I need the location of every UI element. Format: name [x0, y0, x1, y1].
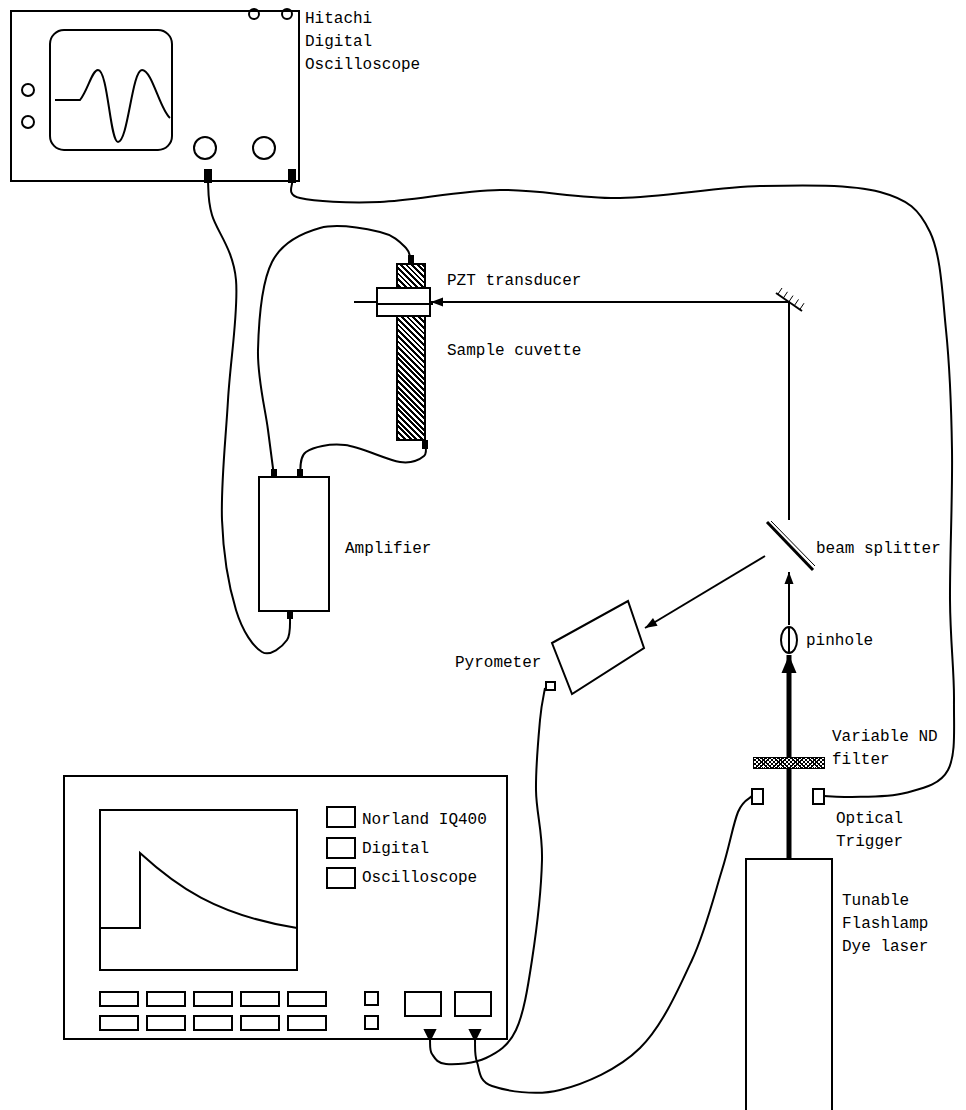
photodiode: [813, 789, 824, 804]
oscilloscope-housing: Norland IQ400 Digital Oscilloscope: [63, 775, 508, 1040]
pyrometer-outline: [552, 601, 644, 694]
panel-button: [147, 1016, 185, 1030]
input-jack: [194, 137, 216, 159]
scope-screen: [100, 810, 297, 970]
panel-button: [327, 868, 355, 888]
panel-button: [365, 1016, 378, 1029]
laser-beam: [789, 769, 790, 858]
part-label: Tunable Flashlamp Dye laser: [842, 890, 942, 960]
hatch-stroke: [789, 296, 793, 302]
laser-beam-exit: [354, 301, 376, 303]
signal-cable: [300, 441, 426, 476]
hatch-stroke: [784, 292, 788, 298]
beam-in-cuvette: [378, 303, 433, 305]
panel-button: [365, 992, 378, 1005]
laser-beam: [431, 298, 789, 521]
arrowhead: [431, 298, 443, 307]
screen-waveform: [55, 70, 170, 142]
laser-beam: [431, 302, 789, 520]
pinhole-ring: [781, 627, 797, 653]
panel-button: [241, 1016, 279, 1030]
signal-cable: [258, 226, 411, 476]
amplifier-box: Amplifier: [258, 476, 330, 612]
norland-front-panel: [100, 807, 491, 1040]
pinhole-aperture: pinhole: [779, 625, 799, 655]
button-rows: [100, 992, 326, 1030]
signal-cable: [300, 441, 426, 476]
part-label: Norland IQ400 Digital Oscilloscope: [362, 806, 500, 892]
decay-trace: [100, 853, 297, 928]
part-label: Variable ND filter: [832, 726, 944, 772]
splitter-edge: [771, 521, 815, 566]
hatch-stroke: [795, 299, 799, 305]
panel-button: [241, 992, 279, 1006]
signal-cable: [258, 226, 411, 476]
splitter-plate: [767, 522, 813, 570]
panel-button: [455, 992, 491, 1016]
beam-splitter-plate: beam splitter: [765, 520, 815, 572]
node-shape: [765, 520, 815, 572]
part-label: beam splitter: [816, 538, 956, 561]
node-shape: [378, 289, 429, 315]
trigger-cable: [291, 182, 954, 797]
node-shape: [545, 598, 645, 698]
nd-filter: Variable ND filter: [753, 757, 825, 769]
trigger-cable: [475, 796, 752, 1093]
part-label: Optical Trigger: [836, 808, 926, 854]
arrowhead: [645, 618, 658, 628]
node-shape: [779, 625, 799, 655]
dye-laser-housing: Tunable Flashlamp Dye laser: [745, 858, 833, 1110]
hitachi-front-panel: [22, 9, 295, 182]
part-label: Pyrometer: [455, 652, 551, 675]
panel-button: [194, 1016, 232, 1030]
pyrometer-body: Pyrometer: [545, 598, 645, 698]
photodiode: [752, 789, 763, 804]
hatch-stroke: [800, 303, 804, 309]
scope-screen: [50, 30, 172, 150]
knob: [22, 84, 34, 96]
laser-beam: [787, 769, 792, 858]
oscilloscope-housing: Hitachi Digital Oscilloscope: [10, 10, 300, 182]
laser-beam: [782, 655, 797, 757]
laser-beam: [785, 572, 794, 625]
node-shape: [752, 789, 824, 804]
part-label: PZT transducer: [447, 270, 617, 293]
panel-button: [327, 838, 355, 858]
trigger-cable: [475, 796, 752, 1093]
panel-button: [194, 992, 232, 1006]
hatch-stroke: [778, 288, 782, 294]
mirror-hatching: [778, 288, 804, 309]
part-label: Hitachi Digital Oscilloscope: [305, 8, 435, 78]
panel-button: [147, 992, 185, 1006]
panel-button: [100, 1016, 138, 1030]
sample-cuvette: Sample cuvette: [376, 287, 431, 317]
panel-button: [327, 807, 355, 827]
arrowhead: [782, 655, 797, 673]
part-label: pinhole: [806, 630, 896, 653]
laser-beam: [645, 556, 765, 628]
panel-button: [288, 1016, 326, 1030]
optical-trigger: Optical Trigger: [752, 789, 824, 804]
part-label: Sample cuvette: [447, 340, 617, 363]
trigger-cable: [291, 182, 954, 797]
laser-beam: [645, 556, 765, 628]
pyrometer-plug: [546, 682, 555, 690]
arrowhead: [785, 572, 794, 584]
part-label: Amplifier: [345, 538, 465, 561]
panel-button: [288, 992, 326, 1006]
input-jack: [253, 137, 275, 159]
panel-button: [100, 992, 138, 1006]
beam-through-pinhole: [788, 628, 790, 652]
knob: [22, 116, 34, 128]
panel-button: [405, 992, 441, 1016]
